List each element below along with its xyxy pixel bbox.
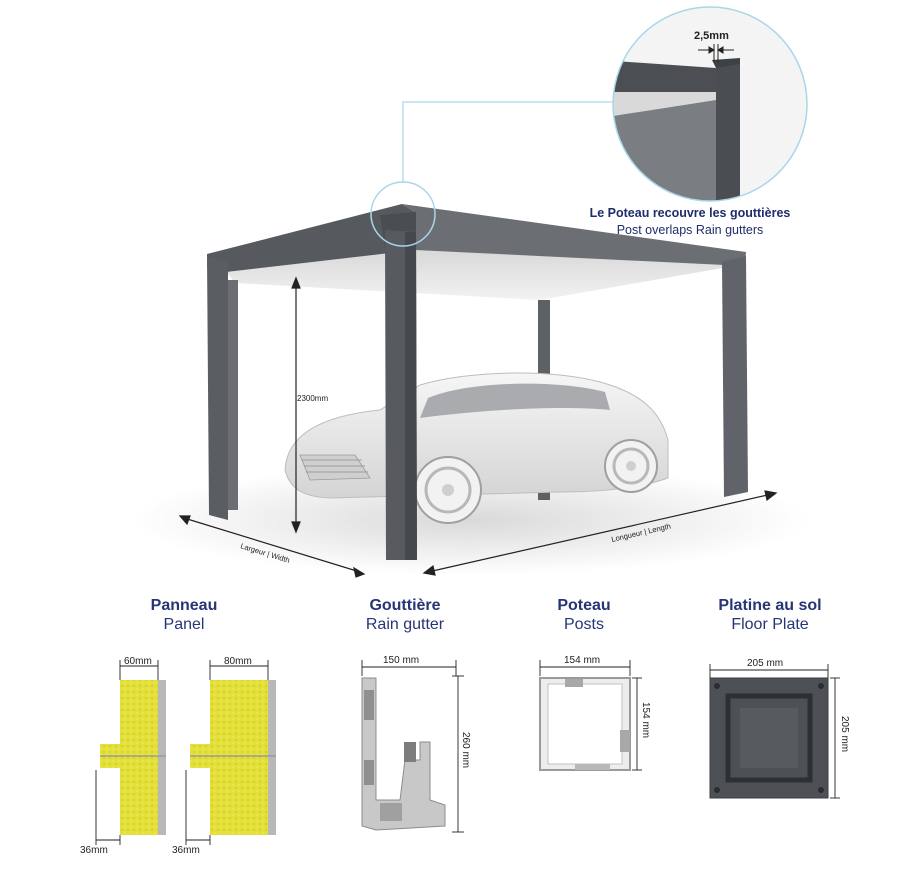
callout-caption-en: Post overlaps Rain gutters <box>616 223 764 237</box>
panel-dim-36-left: 36mm <box>80 845 108 856</box>
gutter-drawing <box>361 660 464 833</box>
height-label: 2300mm <box>297 394 328 403</box>
post-back-left <box>228 280 238 510</box>
callout-source-circle <box>370 181 436 247</box>
post-front-left <box>207 256 228 520</box>
floor-shadow <box>130 465 810 575</box>
pergola-illustration: 2300mm Largeur | Width Longueur | Length <box>130 6 810 578</box>
gutter-height-label: 260 mm <box>460 732 471 768</box>
callout-magnifier: 2,5mm <box>612 6 808 202</box>
roof-frame-left <box>207 204 416 272</box>
post-subtitle: Posts <box>563 616 604 633</box>
post-title: Poteau <box>557 597 611 614</box>
plate-height-label: 205 mm <box>839 716 850 752</box>
panel-dim-80: 80mm <box>224 656 252 667</box>
post-drawing <box>539 660 642 771</box>
panel-60-drawing <box>95 660 166 845</box>
gutter-subtitle: Rain gutter <box>365 616 445 633</box>
panel-title: Panneau <box>150 597 218 614</box>
callout-caption-fr: Le Poteau recouvre les gouttières <box>589 206 791 220</box>
gutter-title: Gouttière <box>369 597 441 614</box>
panel-subtitle: Panel <box>163 616 205 633</box>
height-dimension <box>291 276 301 534</box>
plate-drawing <box>709 664 840 799</box>
post-width-label: 154 mm <box>564 655 600 666</box>
roof-ceiling <box>225 250 745 300</box>
gutter-width-label: 150 mm <box>383 655 419 666</box>
car <box>284 372 669 524</box>
plate-width-label: 205 mm <box>747 658 783 669</box>
callout-connector <box>402 101 616 183</box>
panel-dim-60: 60mm <box>124 656 152 667</box>
length-dimension <box>422 490 778 576</box>
plate-title: Platine au sol <box>718 597 822 614</box>
panel-dim-36-right: 36mm <box>172 845 200 856</box>
plate-subtitle: Floor Plate <box>731 616 809 633</box>
roof-frame-top <box>402 204 746 266</box>
post-height-label: 154 mm <box>640 702 651 738</box>
post-front-right <box>722 256 748 497</box>
callout-dimension-label: 2,5mm <box>694 30 729 42</box>
width-dimension <box>178 515 366 578</box>
panel-80-drawing <box>185 660 276 845</box>
